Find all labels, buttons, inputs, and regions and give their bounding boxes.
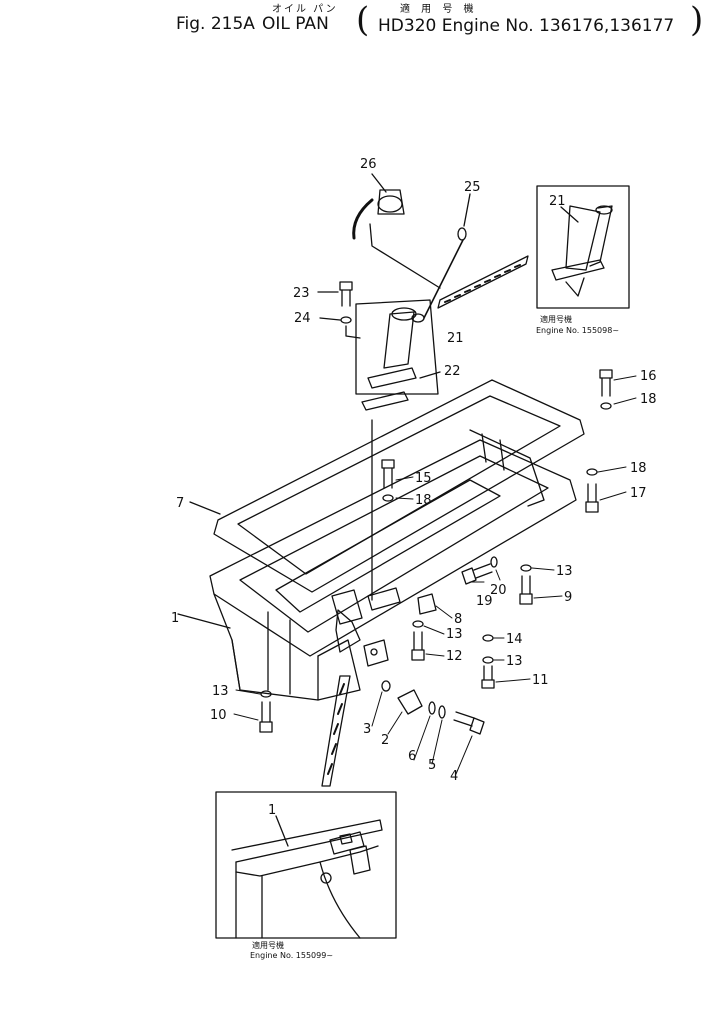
- inset-bottom-frame: [215, 791, 397, 939]
- o-ring-3: [381, 680, 391, 692]
- label-14: 14: [506, 632, 523, 647]
- label-25: 25: [464, 180, 481, 195]
- label-16: 16: [640, 369, 657, 384]
- bolt-12: [411, 631, 425, 661]
- label-2: 2: [381, 733, 389, 748]
- washer-18c: [586, 468, 598, 476]
- washer-18a: [382, 494, 394, 502]
- bolt-17: [585, 483, 599, 513]
- label-3: 3: [363, 722, 371, 737]
- label-22: 22: [444, 364, 461, 379]
- inset-bottom-applic: Engine No. 155099~: [250, 951, 333, 960]
- cover-2: [397, 689, 423, 715]
- label-10: 10: [210, 708, 227, 723]
- dipstick: [423, 193, 471, 319]
- applicability-japanese: 適 用 号 機: [400, 4, 478, 15]
- inset-bottom-label-1: 1: [268, 803, 276, 818]
- washer-20: [490, 556, 498, 568]
- label-13-right: 13: [556, 564, 573, 579]
- inset-top-tube-drawing: [551, 205, 613, 297]
- label-4: 4: [450, 769, 458, 784]
- inset-top-applic: Engine No. 155098~: [536, 326, 619, 335]
- filler-cap-assembly: [352, 173, 441, 289]
- label-24: 24: [294, 311, 311, 326]
- inset-bottom-applic-jp: 適用号機: [252, 940, 284, 950]
- inset-top-frame: [536, 185, 630, 309]
- bolt-11: [481, 665, 495, 689]
- label-18-right: 18: [630, 461, 647, 476]
- label-11: 11: [532, 673, 549, 688]
- washer-14: [482, 634, 494, 642]
- bolt-9: [519, 575, 533, 605]
- bolt-4: [453, 711, 485, 735]
- label-18-mid: 18: [415, 493, 432, 508]
- pan-gasket-7: [189, 379, 585, 593]
- washer-24: [340, 316, 352, 324]
- oil-pan-body: [177, 429, 577, 701]
- washer-13b: [412, 620, 424, 628]
- figure-number: Fig. 215A: [176, 14, 255, 34]
- label-13-mid: 13: [446, 627, 463, 642]
- label-19: 19: [476, 594, 493, 609]
- label-13-lower: 13: [506, 654, 523, 669]
- inset-pointer-ribbon: [321, 675, 351, 787]
- label-17: 17: [630, 486, 647, 501]
- label-13-left: 13: [212, 684, 229, 699]
- label-21: 21: [447, 331, 464, 346]
- inset-top-applic-jp: 適用号機: [540, 314, 572, 324]
- bolt-10: [259, 701, 273, 733]
- bolt-23: [317, 281, 353, 307]
- washer-18b: [600, 402, 612, 410]
- inset-top-label-21: 21: [549, 194, 566, 209]
- gasket-6: [428, 701, 436, 715]
- dipstick-guide-ribbon: [437, 255, 529, 309]
- label-9: 9: [564, 590, 572, 605]
- label-8: 8: [454, 612, 462, 627]
- label-20: 20: [490, 583, 507, 598]
- right-parenthesis: ): [690, 0, 704, 40]
- washer-13d: [260, 690, 272, 698]
- label-23: 23: [293, 286, 310, 301]
- washer-5: [438, 705, 446, 719]
- bracket-plate: [363, 639, 389, 667]
- label-5: 5: [428, 758, 436, 773]
- label-7: 7: [176, 496, 184, 511]
- gasket-22: [361, 391, 409, 411]
- bolt-16: [599, 369, 613, 397]
- applicability-text: HD320 Engine No. 136176,136177: [378, 16, 675, 36]
- washer-13c: [482, 656, 494, 664]
- inset-bottom-pan-drawing: [231, 815, 383, 939]
- washer-13a: [520, 564, 532, 572]
- bolt-19: [461, 563, 493, 585]
- label-6: 6: [408, 749, 416, 764]
- left-parenthesis: (: [356, 0, 370, 40]
- plug-8: [417, 593, 437, 615]
- part-name-japanese: オイル パン: [272, 4, 338, 15]
- bolt-15: [381, 459, 395, 489]
- filler-tube: [355, 299, 439, 395]
- label-15: 15: [415, 471, 432, 486]
- label-12: 12: [446, 649, 463, 664]
- part-name: OIL PAN: [262, 14, 329, 34]
- label-1: 1: [171, 611, 179, 626]
- label-18-top: 18: [640, 392, 657, 407]
- label-26: 26: [360, 157, 377, 172]
